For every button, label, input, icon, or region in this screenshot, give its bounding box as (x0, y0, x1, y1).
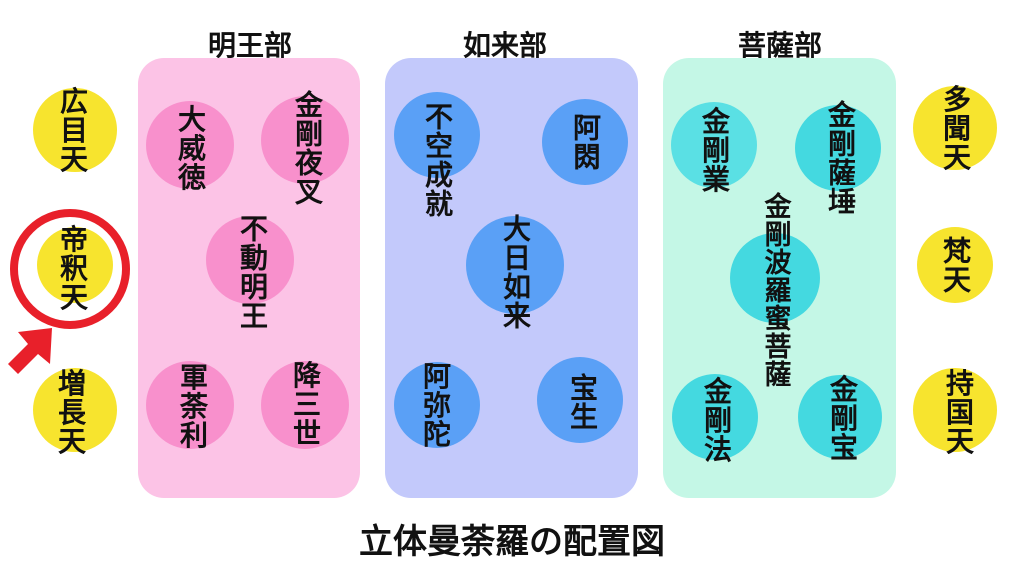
guardian-circle (913, 86, 997, 170)
deity-fudoumyouou: 不動明王 (236, 214, 269, 330)
deity-fukuujouju: 不空成就 (421, 102, 454, 218)
deity-gundari: 軍荼利 (176, 362, 209, 450)
guardian-bonten: 梵天 (939, 236, 972, 294)
guardian-koumokuten: 広目天 (56, 86, 89, 174)
deity-circle (261, 96, 349, 184)
deity-amida: 阿弥陀 (419, 361, 452, 449)
guardian-circle (33, 88, 117, 172)
guardian-circle (917, 227, 993, 303)
deity-circle (542, 99, 628, 185)
deity-daiitoku: 大威徳 (174, 104, 207, 192)
deity-kongousatta: 金剛薩埵 (824, 100, 857, 216)
deity-houshou: 宝生 (566, 373, 599, 431)
deity-circle (261, 361, 349, 449)
deity-circle (798, 375, 882, 459)
deity-circle (146, 101, 234, 189)
arrow-icon (8, 328, 52, 374)
guardian-tamonten: 多聞天 (939, 84, 972, 172)
deity-kongouhou-treasure: 金剛宝 (826, 374, 859, 462)
deity-circle (672, 374, 758, 460)
group-label-myoo: 明王部 (207, 29, 293, 62)
guardian-jikokuten: 持国天 (942, 368, 975, 456)
deity-circle (394, 362, 480, 448)
diagram-title: 立体曼荼羅の配置図 (359, 522, 665, 562)
deity-dainichinyorai: 大日如来 (499, 214, 532, 330)
guardian-zouchouten: 増長天 (54, 368, 87, 456)
deity-kongouhou: 金剛法 (700, 376, 733, 464)
highlight-ring (10, 209, 130, 329)
group-label-bosatsu: 菩薩部 (737, 29, 823, 62)
deity-circle (537, 357, 623, 443)
guardian-circle (33, 368, 117, 452)
deity-gouzanze: 降三世 (289, 360, 322, 448)
deity-circle (671, 102, 757, 188)
deity-circle (730, 233, 820, 323)
deity-ashuku: 阿閦 (569, 113, 602, 171)
group-label-nyorai: 如来部 (462, 29, 548, 62)
deity-circle (466, 216, 564, 314)
deity-kongouharamitsu-bosatsu: 金剛波羅蜜菩薩 (759, 192, 791, 388)
deity-kongouyasha: 金剛夜叉 (291, 90, 324, 206)
guardian-circle (913, 368, 997, 452)
deity-circle (206, 216, 294, 304)
deity-circle (146, 361, 234, 449)
deity-circle (394, 92, 480, 178)
deity-circle (795, 105, 881, 191)
deity-kongougou: 金剛業 (698, 106, 731, 194)
